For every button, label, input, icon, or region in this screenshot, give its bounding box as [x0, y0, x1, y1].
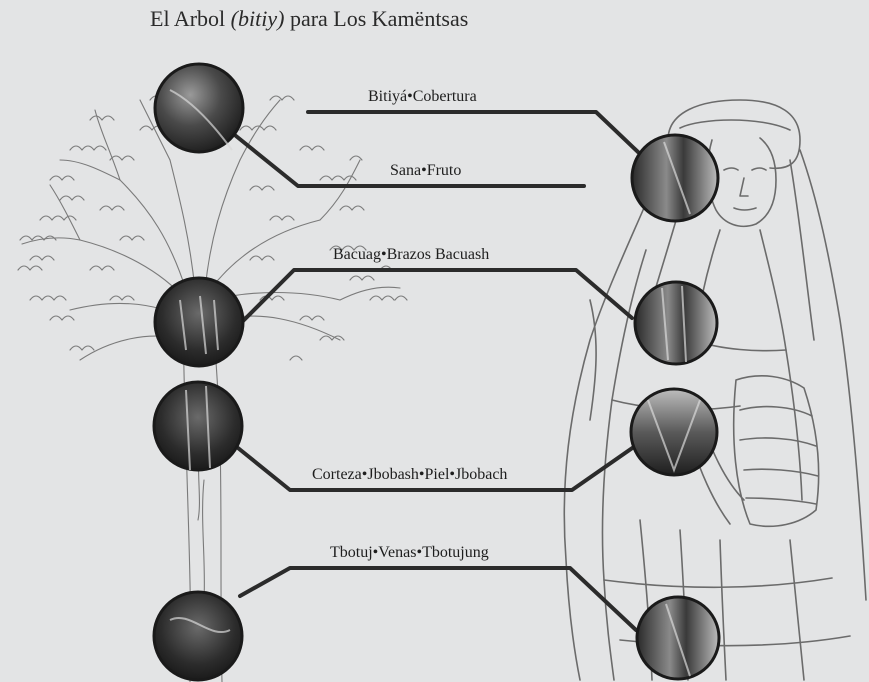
photo-leaves-circle — [155, 64, 243, 152]
label-venas: Tbotuj•Venas•Tbotujung — [330, 544, 489, 562]
label-cobertura: Bitiyá•Cobertura — [368, 88, 477, 106]
photo-branches-circle — [155, 278, 243, 366]
photo-bark-circle — [154, 382, 242, 470]
label-brazos: Bacuag•Brazos Bacuash — [333, 246, 489, 264]
diagram-title: El Arbol (bitiy) para Los Kamëntsas — [150, 6, 468, 32]
title-italic: (bitiy) — [231, 6, 285, 31]
label-corteza: Corteza•Jbobash•Piel•Jbobach — [312, 466, 507, 484]
photo-roots-circle — [154, 592, 242, 680]
photo-body-circle — [631, 389, 717, 475]
photo-hat-circle — [632, 135, 718, 221]
title-suffix: para Los Kamëntsas — [284, 6, 468, 31]
photo-shawl-circle — [635, 282, 717, 364]
title-prefix: El Arbol — [150, 6, 231, 31]
label-fruto: Sana•Fruto — [390, 162, 461, 180]
